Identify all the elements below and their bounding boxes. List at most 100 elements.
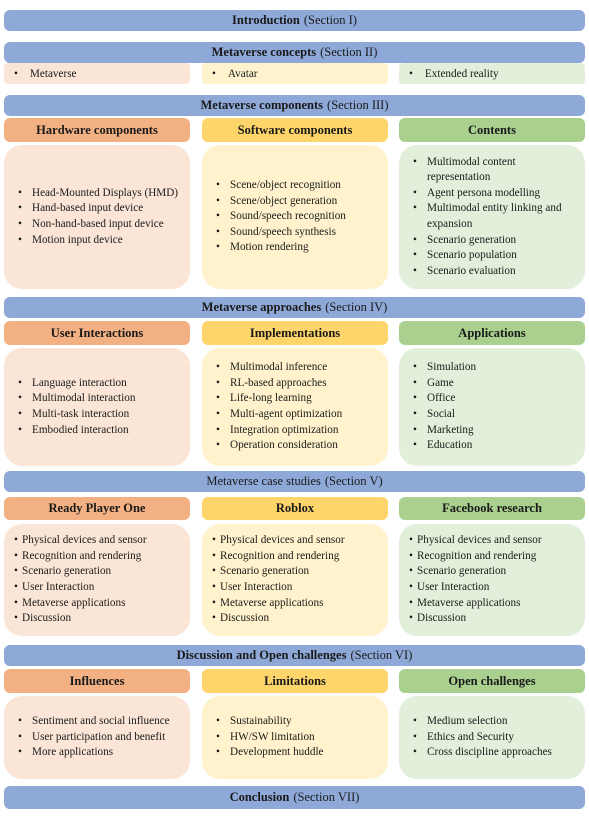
list-item: User Interaction <box>14 580 182 596</box>
content-box: Multimodal inference RL-based approaches… <box>202 348 388 466</box>
conclusion-bar: Conclusion (Section VII) <box>4 786 585 809</box>
column-header: Hardware components <box>4 118 190 142</box>
list-item: Discussion <box>14 611 182 627</box>
list-item: Social <box>413 407 577 423</box>
concept-item: •Extended reality <box>399 63 585 84</box>
conclusion-title: Conclusion <box>229 790 290 804</box>
introduction-bar: Introduction (Section I) <box>4 10 585 31</box>
list-item: RL-based approaches <box>216 376 380 392</box>
content-box: Language interaction Multimodal interact… <box>4 348 190 466</box>
column-header: User Interactions <box>4 321 190 345</box>
list-item: Scenario generation <box>14 564 182 580</box>
list-item: Metaverse applications <box>212 596 380 612</box>
list-item: Education <box>413 438 577 454</box>
list-item: Embodied interaction <box>18 423 182 439</box>
list-item: Metaverse applications <box>14 596 182 612</box>
list-item: Recognition and rendering <box>409 549 577 565</box>
approaches-title: Metaverse approaches <box>201 300 322 314</box>
list-item: Multimodal content representation <box>413 155 577 186</box>
conclusion-ref: (Section VII) <box>293 790 360 804</box>
column-header: Open challenges <box>399 669 585 693</box>
list-item: More applications <box>18 745 182 761</box>
content-box: Multimodal content representation Agent … <box>399 145 585 289</box>
list-item: Multi-task interaction <box>18 407 182 423</box>
components-bar: Metaverse components (Section III) <box>4 95 585 116</box>
list-item: Office <box>413 391 577 407</box>
list-item: Scenario population <box>413 248 577 264</box>
content-box: Simulation Game Office Social Marketing … <box>399 348 585 466</box>
list-item: Development huddle <box>216 745 380 761</box>
content-box: Sentiment and social influence User part… <box>4 696 190 779</box>
concepts-title: Metaverse concepts <box>211 45 317 59</box>
list-item: Scenario generation <box>409 564 577 580</box>
case-studies-title: Metaverse case studies <box>206 474 321 488</box>
list-item: Multi-agent optimization <box>216 407 380 423</box>
column-header: Contents <box>399 118 585 142</box>
approaches-ref: (Section IV) <box>325 300 388 314</box>
discussion-title: Discussion and Open challenges <box>176 648 347 662</box>
list-item: Motion input device <box>18 233 182 249</box>
list-item: Agent persona modelling <box>413 186 577 202</box>
concept-item: •Avatar <box>202 63 388 84</box>
list-item: Scenario generation <box>212 564 380 580</box>
list-item: Cross discipline approaches <box>413 745 577 761</box>
column-header: Implementations <box>202 321 388 345</box>
list-item: Non-hand-based input device <box>18 217 182 233</box>
list-item: Physical devices and sensor <box>212 533 380 549</box>
list-item: User participation and benefit <box>18 730 182 746</box>
introduction-ref: (Section I) <box>303 13 357 27</box>
list-item: Physical devices and sensor <box>409 533 577 549</box>
list-item: Recognition and rendering <box>14 549 182 565</box>
list-item: Language interaction <box>18 376 182 392</box>
content-box: Scene/object recognition Scene/object ge… <box>202 145 388 289</box>
components-title: Metaverse components <box>200 98 324 112</box>
discussion-bar: Discussion and Open challenges (Section … <box>4 645 585 666</box>
list-item: User Interaction <box>409 580 577 596</box>
list-item: Sound/speech recognition <box>216 209 380 225</box>
column-header: Software components <box>202 118 388 142</box>
column-header: Ready Player One <box>4 497 190 520</box>
approaches-bar: Metaverse approaches (Section IV) <box>4 297 585 318</box>
case-studies-ref: (Section V) <box>324 474 383 488</box>
list-item: Scene/object recognition <box>216 178 380 194</box>
content-box: Physical devices and sensor Recognition … <box>4 524 190 636</box>
case-studies-bar: Metaverse case studies (Section V) <box>4 471 585 492</box>
list-item: Physical devices and sensor <box>14 533 182 549</box>
column-header: Limitations <box>202 669 388 693</box>
list-item: HW/SW limitation <box>216 730 380 746</box>
list-item: Scenario evaluation <box>413 264 577 280</box>
column-header: Influences <box>4 669 190 693</box>
content-box: Physical devices and sensor Recognition … <box>399 524 585 636</box>
list-item: Discussion <box>409 611 577 627</box>
concept-label: Extended reality <box>424 67 499 80</box>
list-item: Ethics and Security <box>413 730 577 746</box>
list-item: Multimodal interaction <box>18 391 182 407</box>
list-item: Discussion <box>212 611 380 627</box>
concept-label: Metaverse <box>29 67 77 80</box>
list-item: Marketing <box>413 423 577 439</box>
list-item: Operation consideration <box>216 438 380 454</box>
list-item: Game <box>413 376 577 392</box>
concept-item: •Metaverse <box>4 63 190 84</box>
list-item: Metaverse applications <box>409 596 577 612</box>
list-item: Sustainability <box>216 714 380 730</box>
concept-label: Avatar <box>227 67 258 80</box>
column-header: Facebook research <box>399 497 585 520</box>
concepts-ref: (Section II) <box>320 45 378 59</box>
list-item: Integration optimization <box>216 423 380 439</box>
list-item: Recognition and rendering <box>212 549 380 565</box>
list-item: Simulation <box>413 360 577 376</box>
column-header: Roblox <box>202 497 388 520</box>
list-item: Hand-based input device <box>18 201 182 217</box>
list-item: Life-long learning <box>216 391 380 407</box>
column-header: Applications <box>399 321 585 345</box>
components-ref: (Section III) <box>327 98 389 112</box>
content-box: Head-Mounted Displays (HMD) Hand-based i… <box>4 145 190 289</box>
list-item: Sound/speech synthesis <box>216 225 380 241</box>
list-item: Head-Mounted Displays (HMD) <box>18 186 182 202</box>
discussion-ref: (Section VI) <box>350 648 413 662</box>
content-box: Physical devices and sensor Recognition … <box>202 524 388 636</box>
content-box: Medium selection Ethics and Security Cro… <box>399 696 585 779</box>
list-item: Scene/object generation <box>216 194 380 210</box>
list-item: User Interaction <box>212 580 380 596</box>
